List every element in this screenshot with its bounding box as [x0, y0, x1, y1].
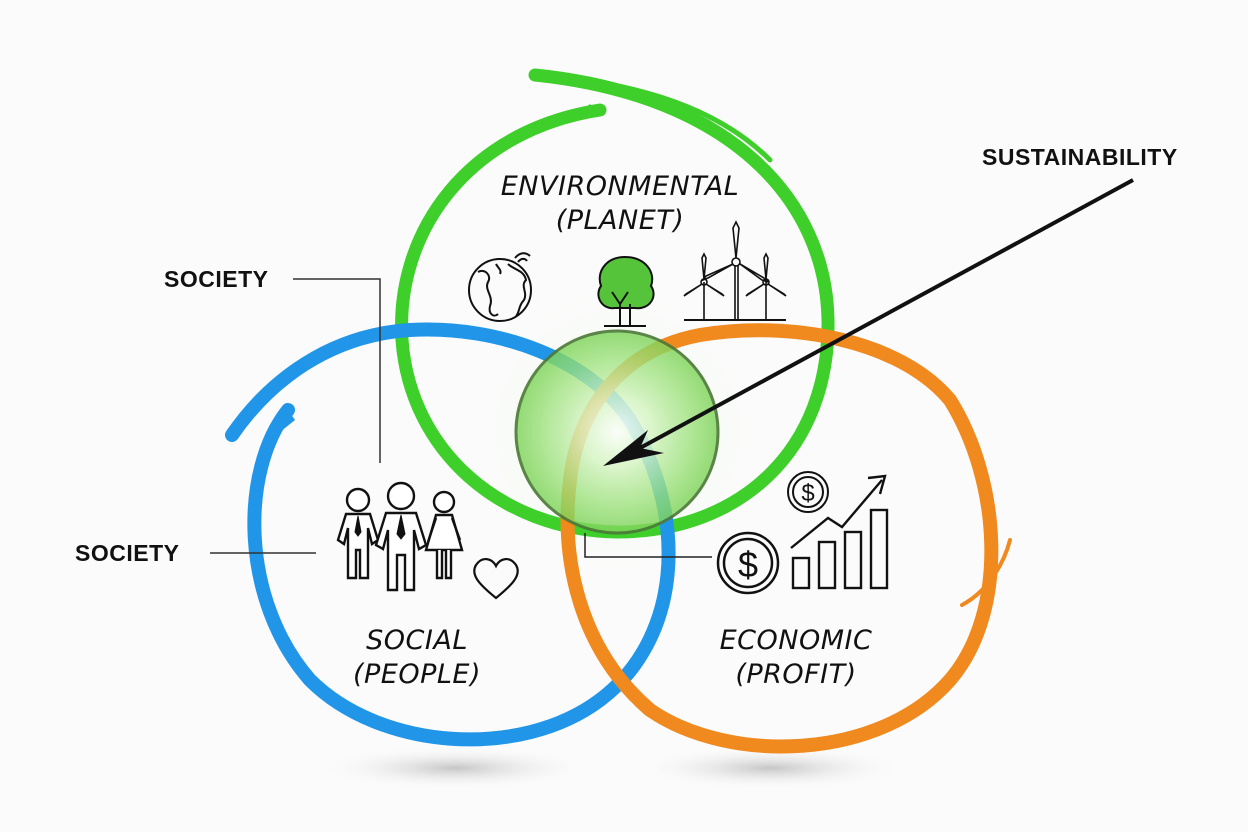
society-left-label: SOCIETY — [75, 540, 180, 566]
environmental-title-sub: (PLANET) — [555, 205, 685, 236]
wind-turbines-icon — [683, 220, 787, 321]
globe-icon — [468, 252, 532, 322]
economic-title: ECONOMIC (PROFIT) — [696, 624, 896, 692]
social-title-sub: (PEOPLE) — [352, 659, 482, 690]
tree-icon — [597, 255, 655, 327]
economic-title-main: ECONOMIC — [719, 625, 873, 656]
heart-icon — [473, 558, 519, 600]
social-title: SOCIAL (PEOPLE) — [317, 624, 517, 692]
environmental-title: ENVIRONMENTAL (PLANET) — [470, 170, 770, 238]
social-title-main: SOCIAL — [366, 625, 468, 656]
shadow-right — [630, 746, 910, 790]
dollar-coin-symbol: $ — [738, 544, 758, 585]
people-family-icon — [336, 481, 464, 592]
social-circle — [225, 322, 676, 747]
growth-bar-chart-icon — [790, 474, 889, 590]
sustainability-arrow — [603, 178, 1134, 466]
sustainability-label: SUSTAINABILITY — [982, 144, 1178, 170]
economic-circle — [560, 323, 1012, 754]
environmental-title-main: ENVIRONMENTAL — [500, 171, 740, 202]
dollar-coin-small-symbol: $ — [801, 480, 814, 507]
center-to-economic-leader — [584, 533, 712, 558]
shadow-left — [315, 746, 595, 790]
society-top-leader — [293, 278, 381, 463]
economic-title-sub: (PROFIT) — [735, 659, 857, 690]
society-top-label: SOCIETY — [164, 266, 269, 292]
dollar-coin-small-icon — [787, 471, 829, 513]
sustainability-center — [514, 329, 720, 535]
dollar-coin-icon — [716, 531, 780, 595]
